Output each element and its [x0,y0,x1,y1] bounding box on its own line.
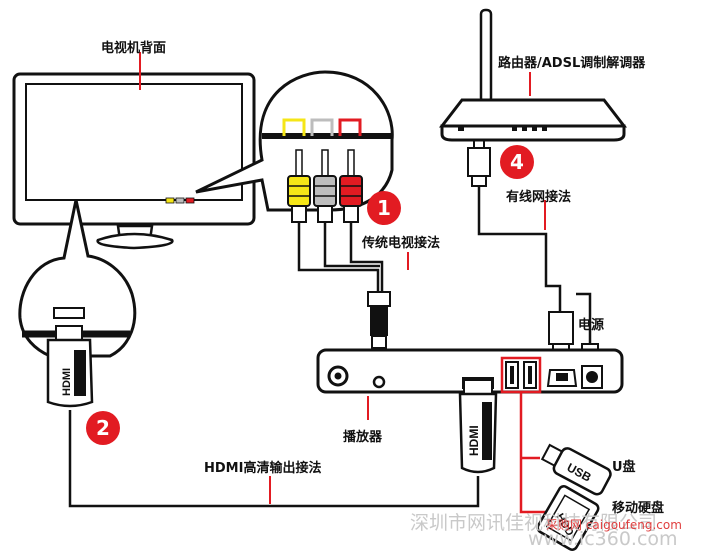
tv-monitor [12,72,256,250]
watermark-site1: 采购网 caigoufeng.com [546,518,682,532]
hdmi-plug-left [46,325,94,408]
hdmi-cable [68,410,480,508]
watermark-company: 深圳市网讯佳视科技有限公司 [410,512,658,534]
rca-plug-white [313,149,337,223]
power-label: 电源 [578,318,605,333]
hdmi-connection-label: HDMI高清输出接法 [204,461,322,476]
tv-back-label: 电视机背面 [101,41,167,56]
av-plug-to-player [367,291,391,372]
hdmi-left-plug-text: HDMI [61,368,73,396]
udisk-label: U盘 [612,460,636,475]
hdd-label: 移动硬盘 [612,501,665,516]
av-cable [297,222,384,292]
step-badge-1: 1 [367,191,401,225]
hdmi-plug-right [458,379,498,474]
step-badge-2: 2 [86,411,120,445]
ethernet-cable [467,140,574,355]
step-badge-4: 4 [500,145,534,179]
av-connection-label: 传统电视接法 [362,236,441,251]
usb-stick [540,443,612,496]
watermark-site2: www.ic360.com [528,528,678,550]
router [438,8,628,142]
hdmi-right-plug-text: HDMI [467,425,481,456]
router-label: 路由器/ADSL调制解调器 [498,56,646,71]
rca-plug-red [339,149,363,223]
rca-plug-yellow [287,149,311,223]
player-label: 播放器 [343,430,383,445]
hdd [536,485,600,551]
wired-connection-label: 有线网接法 [506,190,572,205]
